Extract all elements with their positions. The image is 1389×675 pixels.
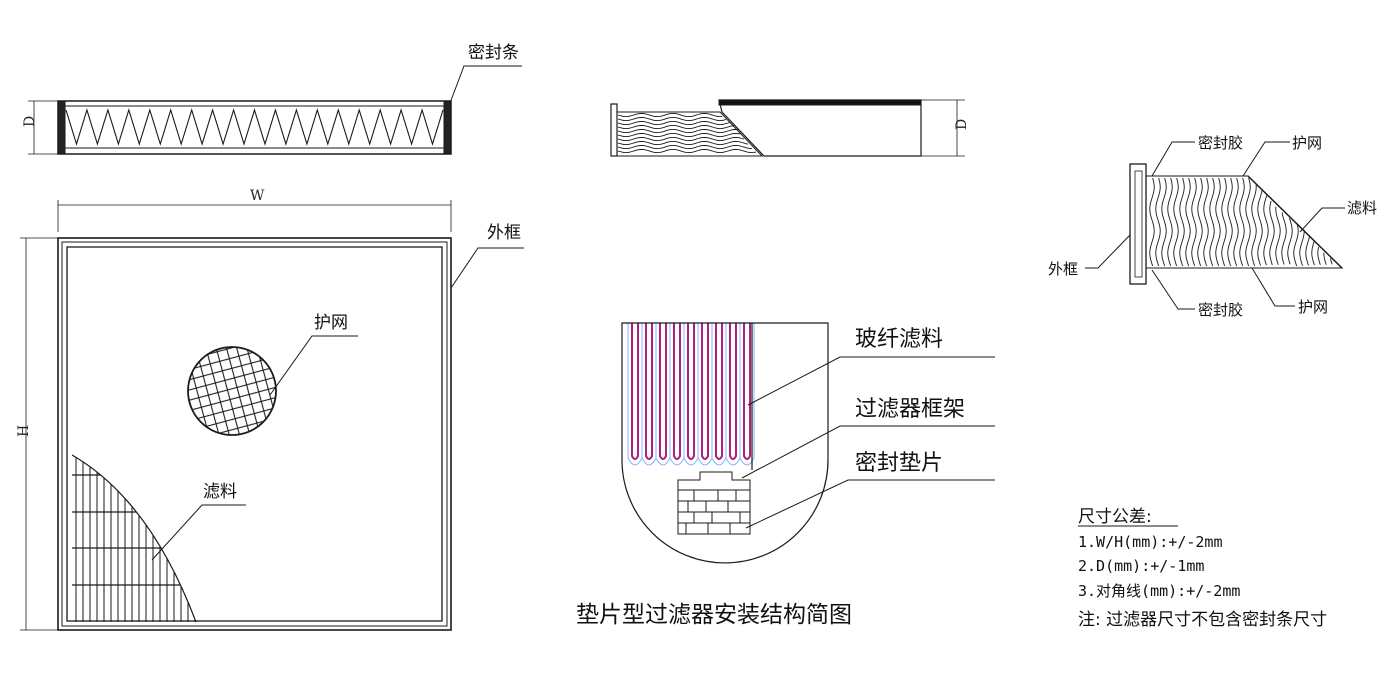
seal-strip-left [57,100,66,155]
height-label: H [16,425,32,437]
detail-frame-label: 外框 [1048,260,1078,278]
section-outline [621,322,829,564]
frame-label: 外框 [487,223,521,243]
protective-mesh-circle [187,346,277,436]
pleat-zigzag [65,108,444,146]
detail-frame [1129,163,1147,285]
detail-media-label: 滤料 [1347,199,1377,217]
detail-mesh-top-label: 护网 [1292,134,1322,152]
outer-frame [57,237,452,631]
inner-frame [66,246,443,622]
detail-sealant-top-label: 密封胶 [1198,134,1243,152]
frame-leader [450,247,524,289]
tolerance-item-wh: 1.W/H(mm):+/-2mm [1078,533,1223,551]
frame-section-leader [741,425,995,479]
side-depth-label: D [954,119,970,130]
tolerance-item-d: 2.D(mm):+/-1mm [1078,557,1204,575]
media-label: 滤料 [203,482,237,502]
section-view [621,322,995,564]
gasket-bricks [677,489,751,535]
section-caption: 垫片型过滤器安装结构简图 [576,602,852,628]
top-view [28,65,522,155]
side-flange [610,103,618,157]
detail-mesh-bottom-label: 护网 [1298,298,1328,316]
detail-view [1085,141,1345,310]
detail-sealant-bottom-label: 密封胶 [1198,301,1243,319]
filter-frame-label: 过滤器框架 [855,397,965,422]
seal-strip-right [443,100,452,155]
media-cutaway [72,455,196,622]
top-depth-label: D [22,116,38,127]
mesh-leader [269,335,358,396]
front-view [20,200,524,631]
seal-strip-leader [449,65,522,104]
glass-media-leader [747,356,995,406]
tolerance-note: 注: 过滤器尺寸不包含密封条尺寸 [1078,610,1327,630]
width-label: W [250,188,265,204]
side-view [610,99,965,157]
top-view-inner [61,105,448,149]
tolerance-item-diagonal: 3.对角线(mm):+/-2mm [1078,582,1240,600]
seal-strip-label: 密封条 [468,43,519,63]
side-top-plate [718,99,922,106]
tolerance-block: 尺寸公差: 1.W/H(mm):+/-2mm 2.D(mm):+/-1mm 3.… [1078,507,1327,630]
gasket-label: 密封垫片 [855,451,943,476]
gasket-leader [745,479,995,529]
tolerance-title: 尺寸公差: [1078,507,1152,527]
glass-media-label: 玻纤滤料 [855,327,943,352]
media-leader [151,504,246,561]
mesh-label: 护网 [314,313,348,333]
